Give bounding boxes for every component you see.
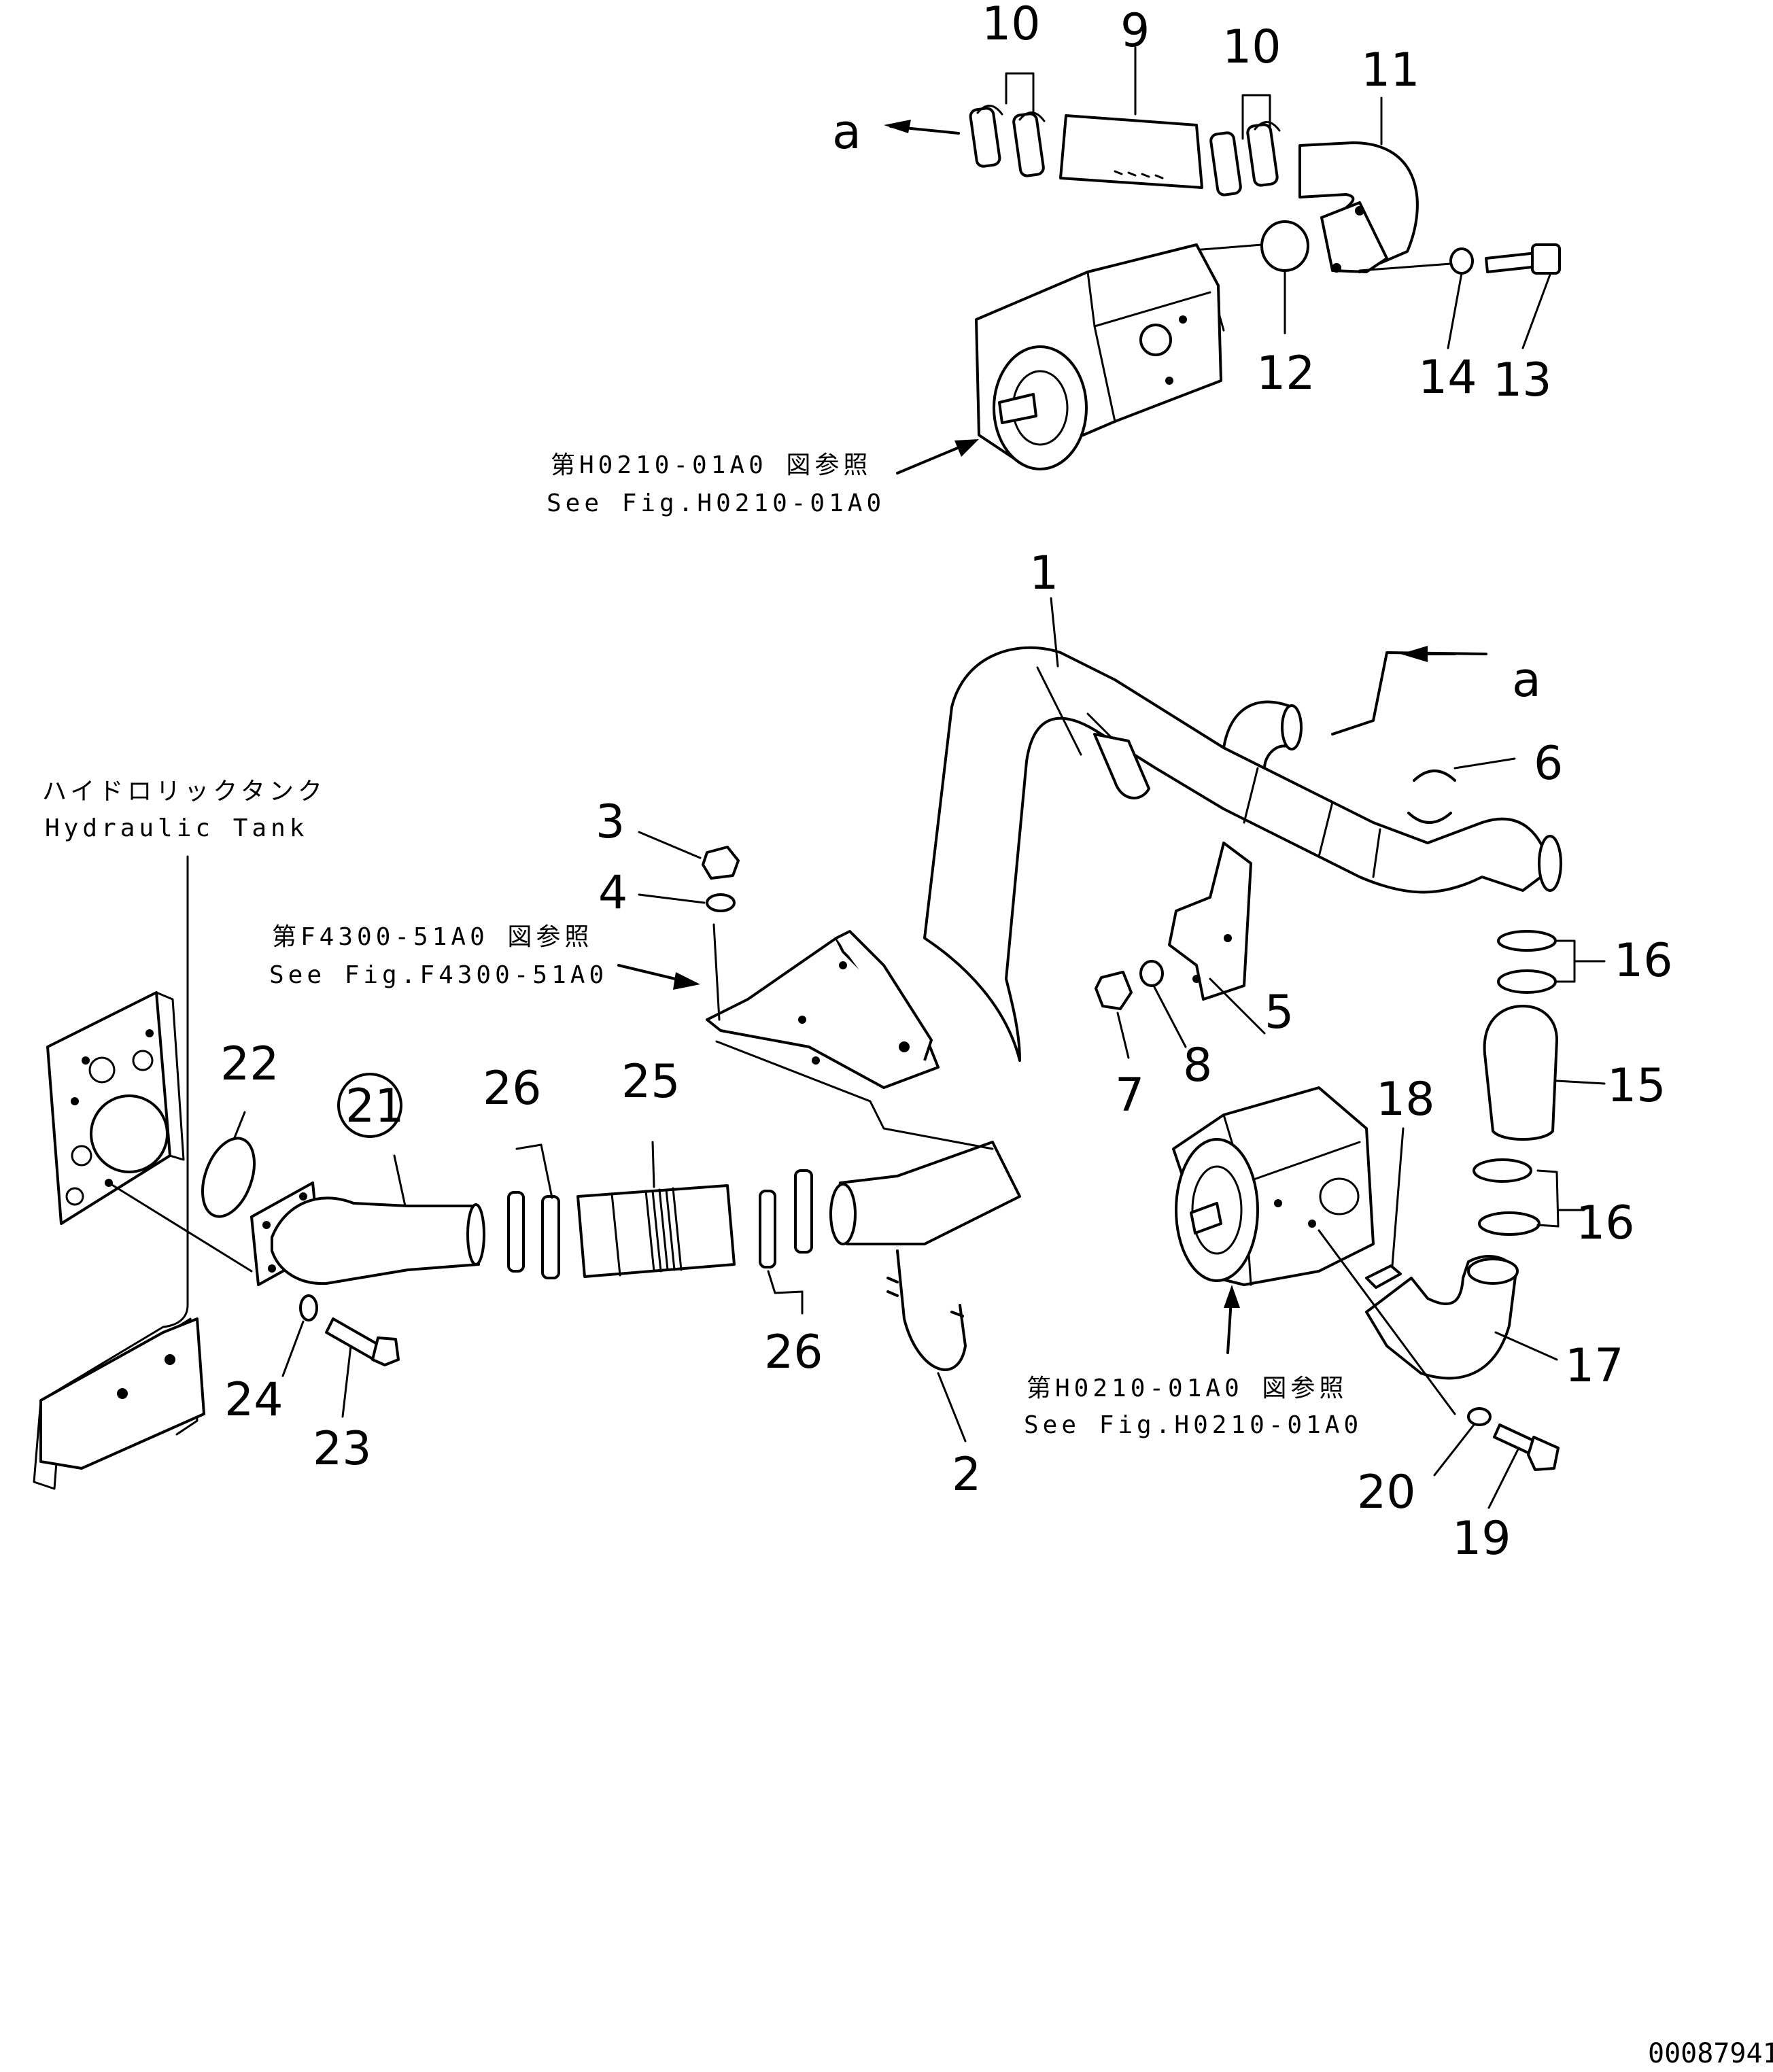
clamp-pair-26-right <box>759 1169 813 1315</box>
callout-18: 18 <box>1376 1073 1435 1126</box>
callout-13: 13 <box>1493 353 1552 407</box>
callout-25: 25 <box>621 1055 681 1109</box>
callouts: 10 9 10 11 12 14 13 1 6 3 4 16 5 7 8 22 … <box>220 0 1673 1566</box>
elbow-21 <box>250 1154 485 1286</box>
arrow-a-mid <box>1331 646 1487 736</box>
bolt-23 <box>325 1317 400 1418</box>
callout-22: 22 <box>220 1037 279 1091</box>
support-bracket <box>706 923 994 1150</box>
callout-19: 19 <box>1452 1512 1511 1566</box>
nut-7 <box>1095 971 1133 1059</box>
hose-25 <box>576 1141 736 1278</box>
pump-top-ref-arrow <box>896 439 979 474</box>
pump-top-ref-en: See Fig.H0210-01A0 <box>547 489 885 517</box>
nut-3 <box>638 831 740 880</box>
bracket-ref-arrow <box>617 964 700 990</box>
callout-4: 4 <box>598 866 627 920</box>
washer-8 <box>1139 960 1187 1048</box>
pump-top-ref-jp: 第H0210-01A0 図参照 <box>551 451 872 479</box>
callout-14: 14 <box>1418 351 1477 404</box>
clip-6 <box>1407 757 1516 824</box>
callout-12: 12 <box>1256 347 1315 400</box>
callout-1: 1 <box>1029 547 1058 600</box>
washer-20 <box>1433 1407 1492 1477</box>
arrow-a-top <box>884 120 960 135</box>
hydraulic-pump-bottom <box>1172 1086 1456 1415</box>
bracket-ref-en: See Fig.F4300-51A0 <box>269 961 608 989</box>
letter-a-mid: a <box>1512 652 1541 708</box>
hydraulic-pump-top <box>975 243 1222 470</box>
callout-10a: 10 <box>982 0 1041 51</box>
callout-9: 9 <box>1120 4 1150 58</box>
callout-21-label: 21 <box>345 1080 404 1133</box>
callout-26b: 26 <box>764 1326 823 1379</box>
callout-3: 3 <box>596 795 625 849</box>
bolt-19 <box>1487 1423 1560 1509</box>
callout-20: 20 <box>1357 1466 1416 1519</box>
elbow-11 <box>1298 141 1419 273</box>
callout-24: 24 <box>224 1373 283 1427</box>
callout-6: 6 <box>1534 737 1563 791</box>
suction-pipe-1 <box>829 597 1562 1245</box>
callout-17: 17 <box>1565 1339 1624 1393</box>
bolt-13 <box>1485 243 1561 275</box>
callout-15: 15 <box>1607 1059 1666 1113</box>
callout-2: 2 <box>952 1448 981 1502</box>
callout-5: 5 <box>1264 986 1294 1039</box>
callout-23: 23 <box>313 1422 372 1476</box>
clamp-pair-left <box>969 105 1046 177</box>
bracket-5 <box>1168 842 1266 1035</box>
pump-bottom-ref-jp: 第H0210-01A0 図参照 <box>1027 1375 1347 1402</box>
callout-7: 7 <box>1115 1069 1144 1122</box>
bracket-ref-jp: 第F4300-51A0 図参照 <box>272 923 593 951</box>
gasket-18 <box>1365 1127 1405 1289</box>
gasket-22 <box>201 1111 256 1218</box>
hose-15 <box>1483 1005 1606 1141</box>
washer-4 <box>638 893 736 912</box>
letter-a-top: a <box>832 104 861 160</box>
callout-16b: 16 <box>1576 1196 1635 1250</box>
hydraulic-tank <box>33 855 253 1490</box>
callout-16a: 16 <box>1614 934 1673 988</box>
callout-11: 11 <box>1361 44 1420 97</box>
hose-9 <box>1059 114 1203 189</box>
callout-21: 21 <box>337 1073 404 1138</box>
elbow-17 <box>1365 1255 1558 1380</box>
washer-24 <box>281 1294 318 1377</box>
u-bolt-2 <box>887 1249 967 1443</box>
drawing-id: 00087941 <box>1648 2038 1773 2069</box>
clamp-pair-26-left <box>507 1143 560 1279</box>
callout-8: 8 <box>1183 1039 1212 1092</box>
pump-bottom-ref-en: See Fig.H0210-01A0 <box>1024 1411 1362 1439</box>
clamp-pair-16-lower <box>1473 1158 1585 1236</box>
tank-label-jp: ハイドロリックタンク <box>42 778 326 806</box>
callout-10b: 10 <box>1222 20 1281 74</box>
clamp-pair-16-upper <box>1497 930 1606 994</box>
clamp-pair-right <box>1209 121 1281 196</box>
pump-bottom-ref-arrow <box>1224 1285 1240 1354</box>
top-assembly <box>884 46 1561 474</box>
callout-26a: 26 <box>483 1062 542 1116</box>
tank-label-en: Hydraulic Tank <box>45 814 308 842</box>
